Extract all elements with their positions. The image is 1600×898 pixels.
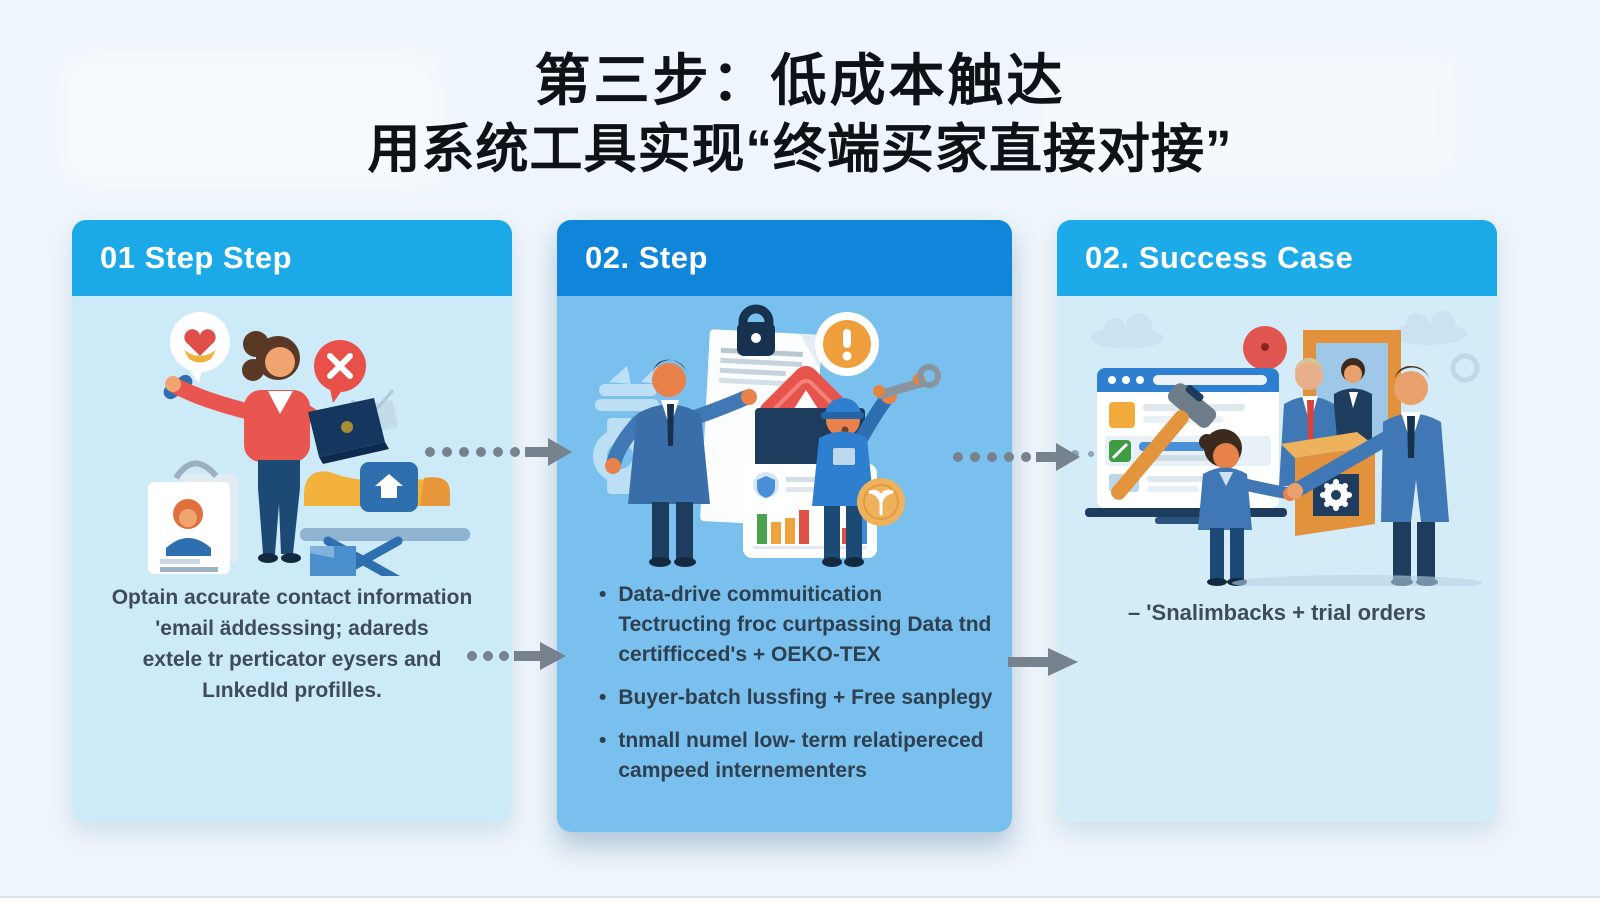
contact-research-illustration bbox=[148, 312, 470, 576]
page-title: 第三步：低成本触达 用系统工具实现“终端买家直接对接” bbox=[0, 48, 1600, 186]
card1-text-line: LınkedId profilles. bbox=[202, 679, 382, 702]
bullet-item: • Data-drive commuitication Tectructing … bbox=[599, 580, 996, 670]
title-line-1: 第三步：低成本触达 bbox=[534, 49, 1066, 112]
eco-coin-icon bbox=[857, 478, 905, 526]
massage-table-icon bbox=[300, 462, 470, 576]
bullet-text: Data-drive commuitication Tectructing fr… bbox=[618, 583, 992, 666]
bullet-item: • tnmall numel low- term relatipereced c… bbox=[599, 726, 996, 786]
flow-arrow-bottom-1 bbox=[467, 642, 566, 670]
product-box-icon bbox=[1281, 432, 1375, 536]
card2-bullet-list: • Data-drive commuitication Tectructing … bbox=[557, 580, 1012, 786]
cloud-icon bbox=[1091, 311, 1467, 349]
flow-arrow-bottom-2 bbox=[1008, 648, 1078, 676]
card3-text: – 'Snalimbacks + trial orders bbox=[1127, 600, 1427, 625]
card1-text-line: extele tr perticator eysers and bbox=[142, 648, 442, 671]
success-case-illustration bbox=[1071, 311, 1482, 586]
gear-icon bbox=[1450, 353, 1480, 383]
bullet-glyph: • bbox=[599, 686, 607, 709]
heart-bubble-icon bbox=[170, 312, 230, 383]
alert-badge-icon bbox=[815, 312, 879, 376]
laptop-icon bbox=[308, 398, 389, 464]
card1-text-line: 'email äddesssing; adareds bbox=[155, 617, 429, 640]
card2-header: 02. Step bbox=[557, 220, 1012, 296]
bullet-glyph: • bbox=[599, 729, 607, 752]
flow-arrow-top-1 bbox=[425, 438, 572, 466]
id-badge-icon bbox=[148, 460, 238, 574]
businessman-illustration bbox=[605, 359, 757, 567]
ghost-text-left bbox=[60, 55, 440, 185]
error-bubble-icon bbox=[314, 340, 366, 403]
bullet-text: tnmall numel low- term relatipereced cam… bbox=[618, 729, 984, 782]
ghost-text-right bbox=[1040, 55, 1460, 175]
verification-illustration bbox=[593, 304, 941, 567]
hammer-icon bbox=[1111, 383, 1217, 500]
card-step-02: 02. Step bbox=[557, 220, 1012, 832]
padlock-icon bbox=[737, 304, 775, 356]
flow-arrow-top-2 bbox=[953, 443, 1080, 471]
woman-illustration bbox=[165, 331, 343, 563]
bullet-item: • Buyer-batch lussfing + Free sanplegy bbox=[599, 683, 996, 713]
plant-shelf-icon bbox=[595, 366, 659, 411]
title-line-2: 用系统工具实现“终端买家直接对接” bbox=[367, 120, 1233, 179]
worker-illustration bbox=[812, 388, 897, 567]
card1-body: Optain accurate contact information 'ema… bbox=[72, 296, 512, 822]
card1-text-line: Optain accurate contact information bbox=[111, 586, 473, 609]
card1-text: Optain accurate contact information 'ema… bbox=[72, 582, 512, 706]
card3-body: – 'Snalimbacks + trial orders bbox=[1057, 296, 1497, 822]
wrench-icon bbox=[873, 364, 941, 400]
ground-shadow bbox=[1232, 575, 1482, 586]
card2-body: • Data-drive commuitication Tectructing … bbox=[557, 296, 1012, 832]
bullet-glyph: • bbox=[599, 583, 607, 606]
kid-illustration bbox=[1198, 429, 1297, 586]
card-success-case: 02. Success Case bbox=[1057, 220, 1497, 822]
card1-header: 01 Step Step bbox=[72, 220, 512, 296]
card3-header: 02. Success Case bbox=[1057, 220, 1497, 296]
bullet-text: Buyer-batch lussfing + Free sanplegy bbox=[618, 686, 993, 709]
notification-badge-icon bbox=[1243, 326, 1287, 370]
card-step-01: 01 Step Step bbox=[72, 220, 512, 822]
